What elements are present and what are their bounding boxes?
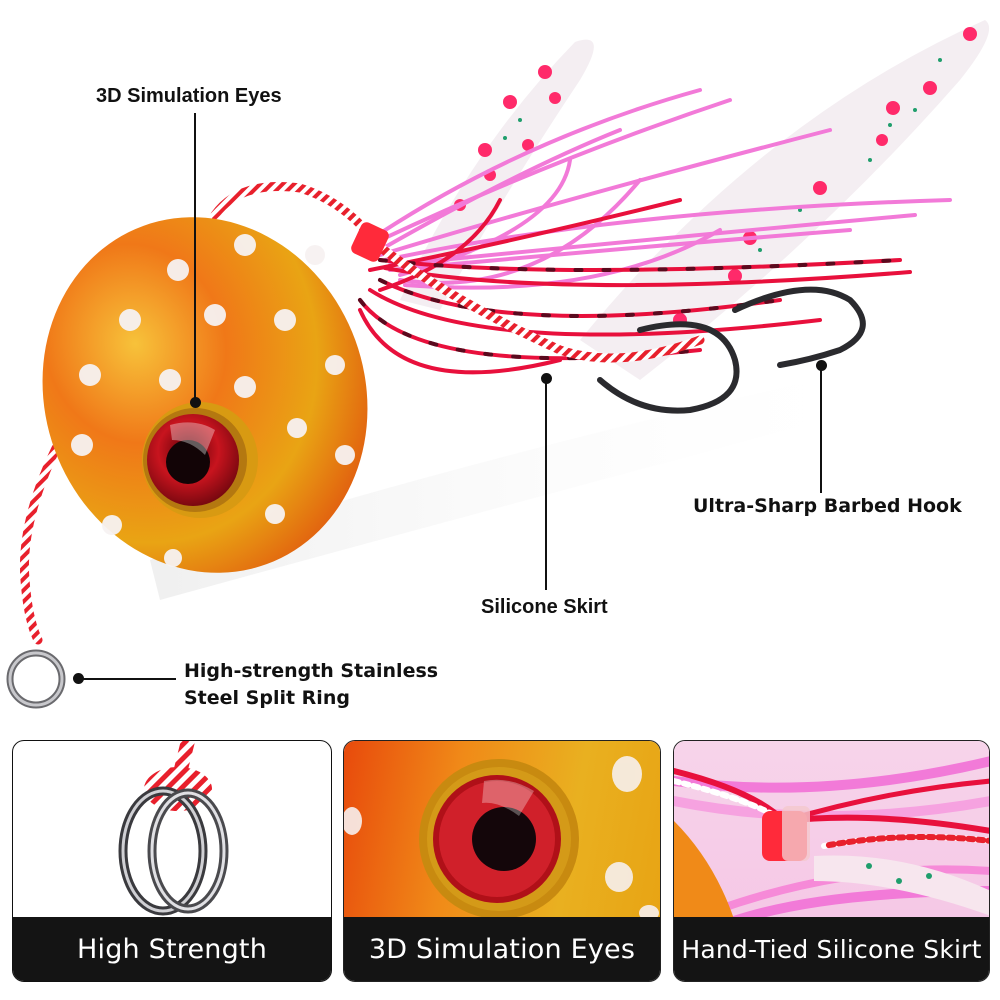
- callout-line-skirt: [545, 378, 547, 590]
- panel-label-3d-eyes: 3D Simulation Eyes: [344, 917, 660, 981]
- callout-line-eyes: [194, 113, 196, 401]
- panel-label-hand-tied-skirt: Hand-Tied Silicone Skirt: [674, 917, 989, 981]
- lure-graphic: [6, 20, 990, 709]
- callout-label-ring-line1: High-strength Stainless: [184, 660, 439, 682]
- feature-panel-hand-tied-skirt: Hand-Tied Silicone Skirt: [673, 740, 990, 982]
- jig-head: [42, 217, 368, 573]
- panel-label-high-strength: High Strength: [13, 917, 331, 981]
- feature-panel-3d-eyes: 3D Simulation Eyes: [343, 740, 661, 982]
- callout-label-eyes: 3D Simulation Eyes: [96, 85, 282, 107]
- split-ring: [6, 649, 66, 709]
- product-illustration: 3D Simulation Eyes Silicone Skirt Ultra-…: [6, 20, 990, 709]
- skirt-knot-closeup-image: [674, 741, 989, 926]
- braided-cord: [19, 182, 705, 645]
- callout-line-hook: [820, 365, 822, 493]
- feature-panel-high-strength: High Strength: [12, 740, 332, 982]
- callout-line-ring: [78, 678, 176, 680]
- callout-dot-skirt: [541, 373, 552, 384]
- split-ring-closeup-image: [13, 741, 331, 919]
- callout-label-ring-line2: Steel Split Ring: [184, 687, 350, 709]
- eye-closeup-image: [344, 741, 660, 921]
- callout-dot-eyes: [190, 397, 201, 408]
- callout-label-skirt: Silicone Skirt: [481, 596, 608, 618]
- skirt-blades: [400, 20, 990, 380]
- hooks: [597, 286, 866, 414]
- callout-label-hook: Ultra-Sharp Barbed Hook: [693, 495, 962, 517]
